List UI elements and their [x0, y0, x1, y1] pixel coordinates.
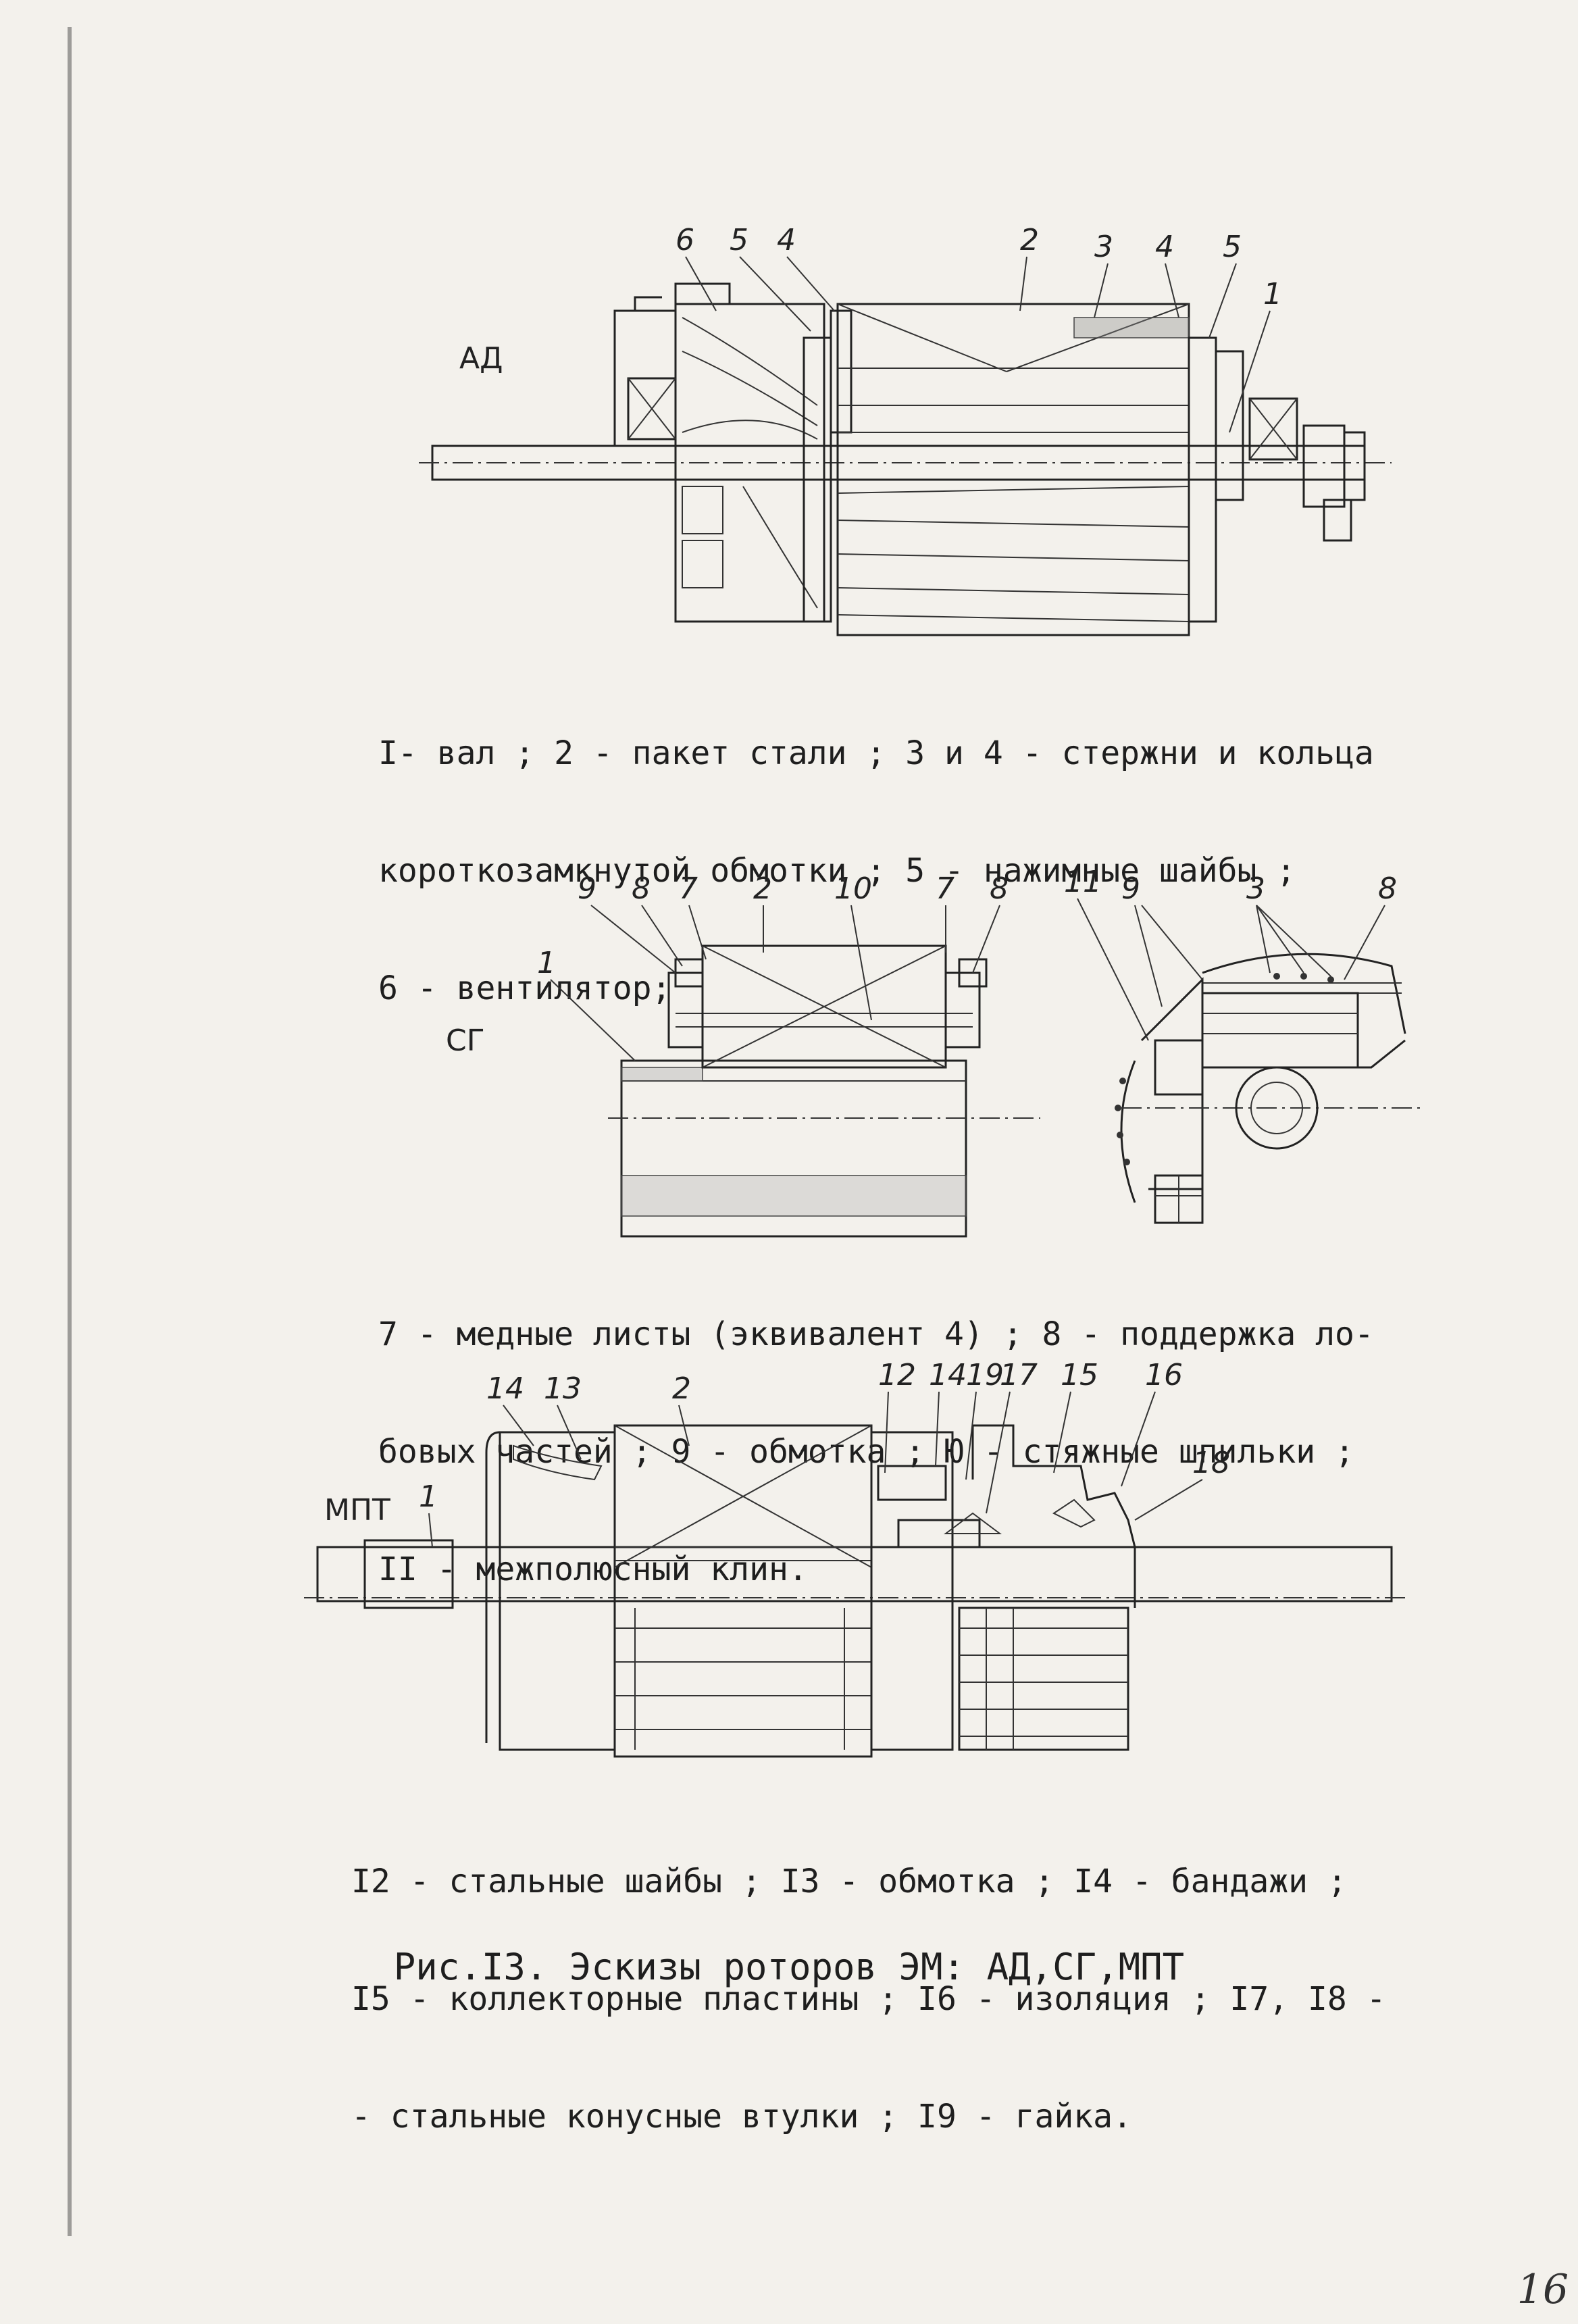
mpt-callout-19: 19 [966, 1358, 1004, 1392]
ad-shaft [419, 445, 1392, 481]
ad-callout-1: 1 [1263, 277, 1282, 311]
figure-sg-caption: 7 - медные листы (эквивалент 4) ; 8 - по… [378, 1236, 1374, 1667]
ad-pressure-ring-left [803, 336, 832, 623]
caption-line: бовых частей ; 9 - обмотка ; Ю - стяжные… [378, 1433, 1354, 1471]
figure-mpt-label: МПТ [324, 1493, 390, 1527]
caption-line: - стальные конусные втулки ; I9 - гайка. [351, 2098, 1132, 2136]
caption-line: 6 - вентилятор; [378, 969, 671, 1007]
page-number: 16 [1517, 2266, 1569, 2313]
sg-callout-3: 3 [1246, 872, 1265, 906]
ad-fan [613, 282, 825, 623]
figure-mpt-caption: I2 - стальные шайбы ; I3 - обмотка ; I4 … [351, 1784, 1386, 2215]
mpt-callout-13: 13 [544, 1371, 582, 1406]
mpt-callout-17: 17 [1000, 1358, 1038, 1392]
figure-ad-label: АД [459, 341, 503, 376]
mpt-shaft [304, 1539, 1405, 1609]
mpt-callout-18: 18 [1192, 1446, 1230, 1480]
sg-callout-1: 1 [537, 946, 556, 980]
ad-steel-core [836, 303, 1190, 636]
ad-callout-4: 4 [777, 223, 796, 257]
mpt-callouts: 14 13 2 12 14 19 17 15 16 18 1 [419, 1358, 1230, 1548]
ad-callout-5: 5 [730, 223, 748, 257]
figure-ad-drawing: АД [419, 223, 1392, 636]
caption-line: I2 - стальные шайбы ; I3 - обмотка ; I4 … [351, 1863, 1347, 1900]
mpt-callout-15: 15 [1061, 1358, 1098, 1392]
figure-sg-label: СГ [446, 1024, 485, 1058]
sg-callouts-right: 11 9 3 8 [1064, 865, 1397, 1041]
ad-bearing-left [627, 377, 677, 440]
binding-margin-line [68, 27, 72, 2236]
mpt-callout-2: 2 [672, 1371, 691, 1406]
ad-callout-6: 6 [676, 223, 694, 257]
sg-callout-9: 9 [578, 872, 596, 906]
sg-shaft [608, 1059, 1040, 1238]
sg-pole-core [667, 944, 988, 1069]
caption-line: короткозамкнутой обмотки ; 5 - нажимные … [378, 852, 1296, 890]
sg-callout-7: 7 [679, 872, 698, 906]
sg-callout-7b: 7 [936, 872, 955, 906]
sg-callout-2: 2 [753, 872, 772, 906]
mpt-commutator [870, 1424, 1136, 1751]
ad-callout-4b: 4 [1155, 230, 1174, 264]
ad-right-assembly [1188, 336, 1366, 623]
ad-short-circuit-ring-left [830, 309, 852, 434]
figure-mpt-drawing: МПТ [304, 1358, 1405, 1758]
caption-line: 7 - медные листы (эквивалент 4) ; 8 - по… [378, 1315, 1374, 1353]
sg-cross-section [1115, 953, 1425, 1224]
mpt-callout-14b: 14 [929, 1358, 967, 1392]
ad-callout-3: 3 [1094, 230, 1113, 264]
figure-sg-drawing: СГ 9 8 7 2 10 7 8 1 [446, 865, 1425, 1238]
figure-title: Рис.I3. Эскизы роторов ЭМ: АД,СГ,МПТ [393, 1946, 1185, 1988]
mpt-callout-1: 1 [419, 1480, 438, 1514]
sg-callouts-left: 9 8 7 2 10 7 8 1 [537, 872, 1009, 1061]
figure-ad-caption: I- вал ; 2 - пакет стали ; 3 и 4 - стерж… [378, 655, 1374, 1086]
sg-callout-9b: 9 [1121, 872, 1140, 906]
sg-callout-8b: 8 [990, 872, 1009, 906]
ad-callout-5b: 5 [1223, 230, 1242, 264]
mpt-armature-core [485, 1424, 873, 1758]
mpt-callout-14: 14 [486, 1371, 524, 1406]
mpt-callout-16: 16 [1145, 1358, 1183, 1392]
ad-callouts: 6 5 4 2 3 4 5 1 [676, 223, 1282, 433]
caption-line: I- вал ; 2 - пакет стали ; 3 и 4 - стерж… [378, 734, 1374, 772]
sg-callout-10: 10 [834, 872, 872, 906]
ad-callout-2: 2 [1020, 223, 1039, 257]
caption-line: I5 - коллекторные пластины ; I6 - изоляц… [351, 1980, 1386, 2018]
sg-callout-11: 11 [1064, 865, 1102, 899]
mpt-callout-12: 12 [878, 1358, 916, 1392]
sg-callout-8c: 8 [1378, 872, 1397, 906]
sg-callout-8: 8 [632, 872, 651, 906]
